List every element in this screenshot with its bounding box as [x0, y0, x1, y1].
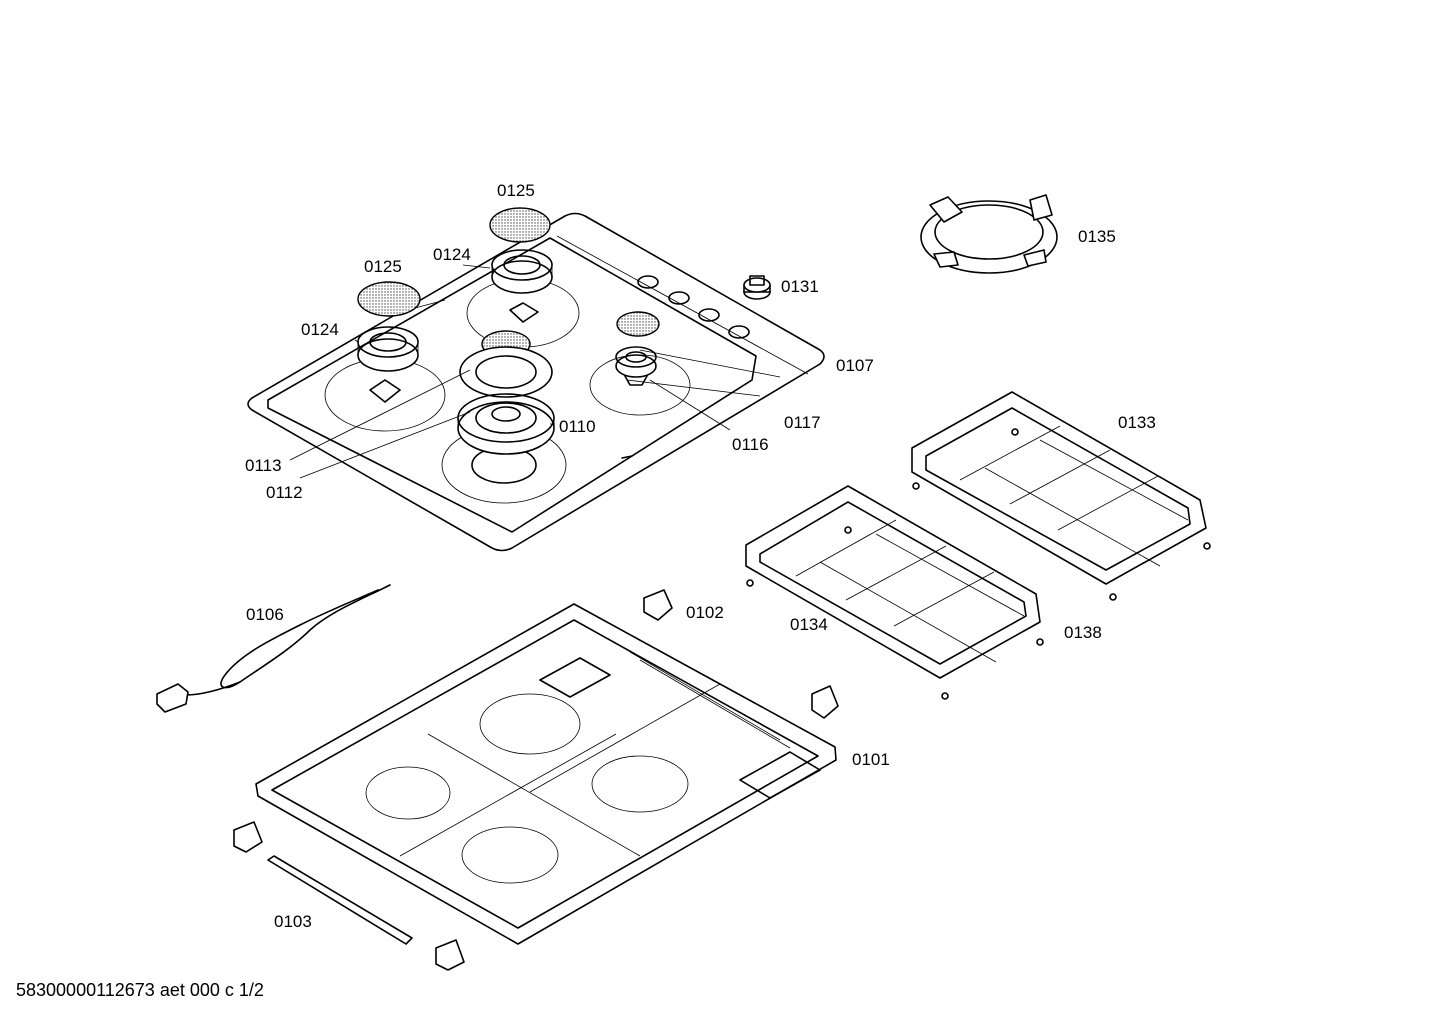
callout-label: 0124: [301, 320, 339, 339]
burner-head-left: [357, 326, 419, 372]
burner-head-right: [615, 346, 657, 386]
wok-ring: [920, 194, 1058, 274]
callout-label: 0131: [781, 277, 819, 296]
leader-lines: [289, 264, 781, 479]
wok-burner: [457, 346, 555, 455]
mounting-clip: [643, 589, 673, 621]
base-tray: [255, 603, 837, 945]
callout-label: 0124: [433, 245, 471, 264]
callout-label: 0113: [245, 456, 282, 475]
callout-label: 0112: [266, 483, 303, 502]
callout-label: 0116: [732, 435, 769, 454]
callout-label: 0135: [1078, 227, 1116, 246]
mounting-clip: [435, 939, 465, 971]
pan-support-right: [911, 391, 1211, 601]
mounting-clip: [811, 685, 839, 719]
pan-support-left: [745, 485, 1044, 700]
callout-label: 0102: [686, 603, 724, 622]
callout-label: 0134: [790, 615, 828, 634]
callout-label: 0103: [274, 912, 312, 931]
mounting-clip: [233, 821, 263, 853]
callout-label: 0125: [497, 181, 535, 200]
callout-label: 0125: [364, 257, 402, 276]
control-knob: [743, 275, 771, 300]
callout-label: 0133: [1118, 413, 1156, 432]
burner-cap-large: [489, 207, 551, 243]
power-cable: [156, 584, 391, 713]
callout-label: 0101: [852, 750, 890, 769]
burner-cap-medium: [357, 281, 421, 317]
seal-strip: [267, 855, 413, 945]
burner-head-rear: [491, 249, 553, 294]
callout-label: 0117: [784, 413, 821, 432]
callout-label: 0138: [1064, 623, 1102, 642]
drawing-number: 58300000112673 aet 000 c 1/2: [16, 980, 264, 1000]
callout-label: 0110: [559, 417, 596, 436]
callout-label: 0107: [836, 356, 874, 375]
burner-cap-small: [616, 311, 660, 337]
callout-label: 0106: [246, 605, 284, 624]
cooktop-top-plate: [247, 212, 825, 552]
